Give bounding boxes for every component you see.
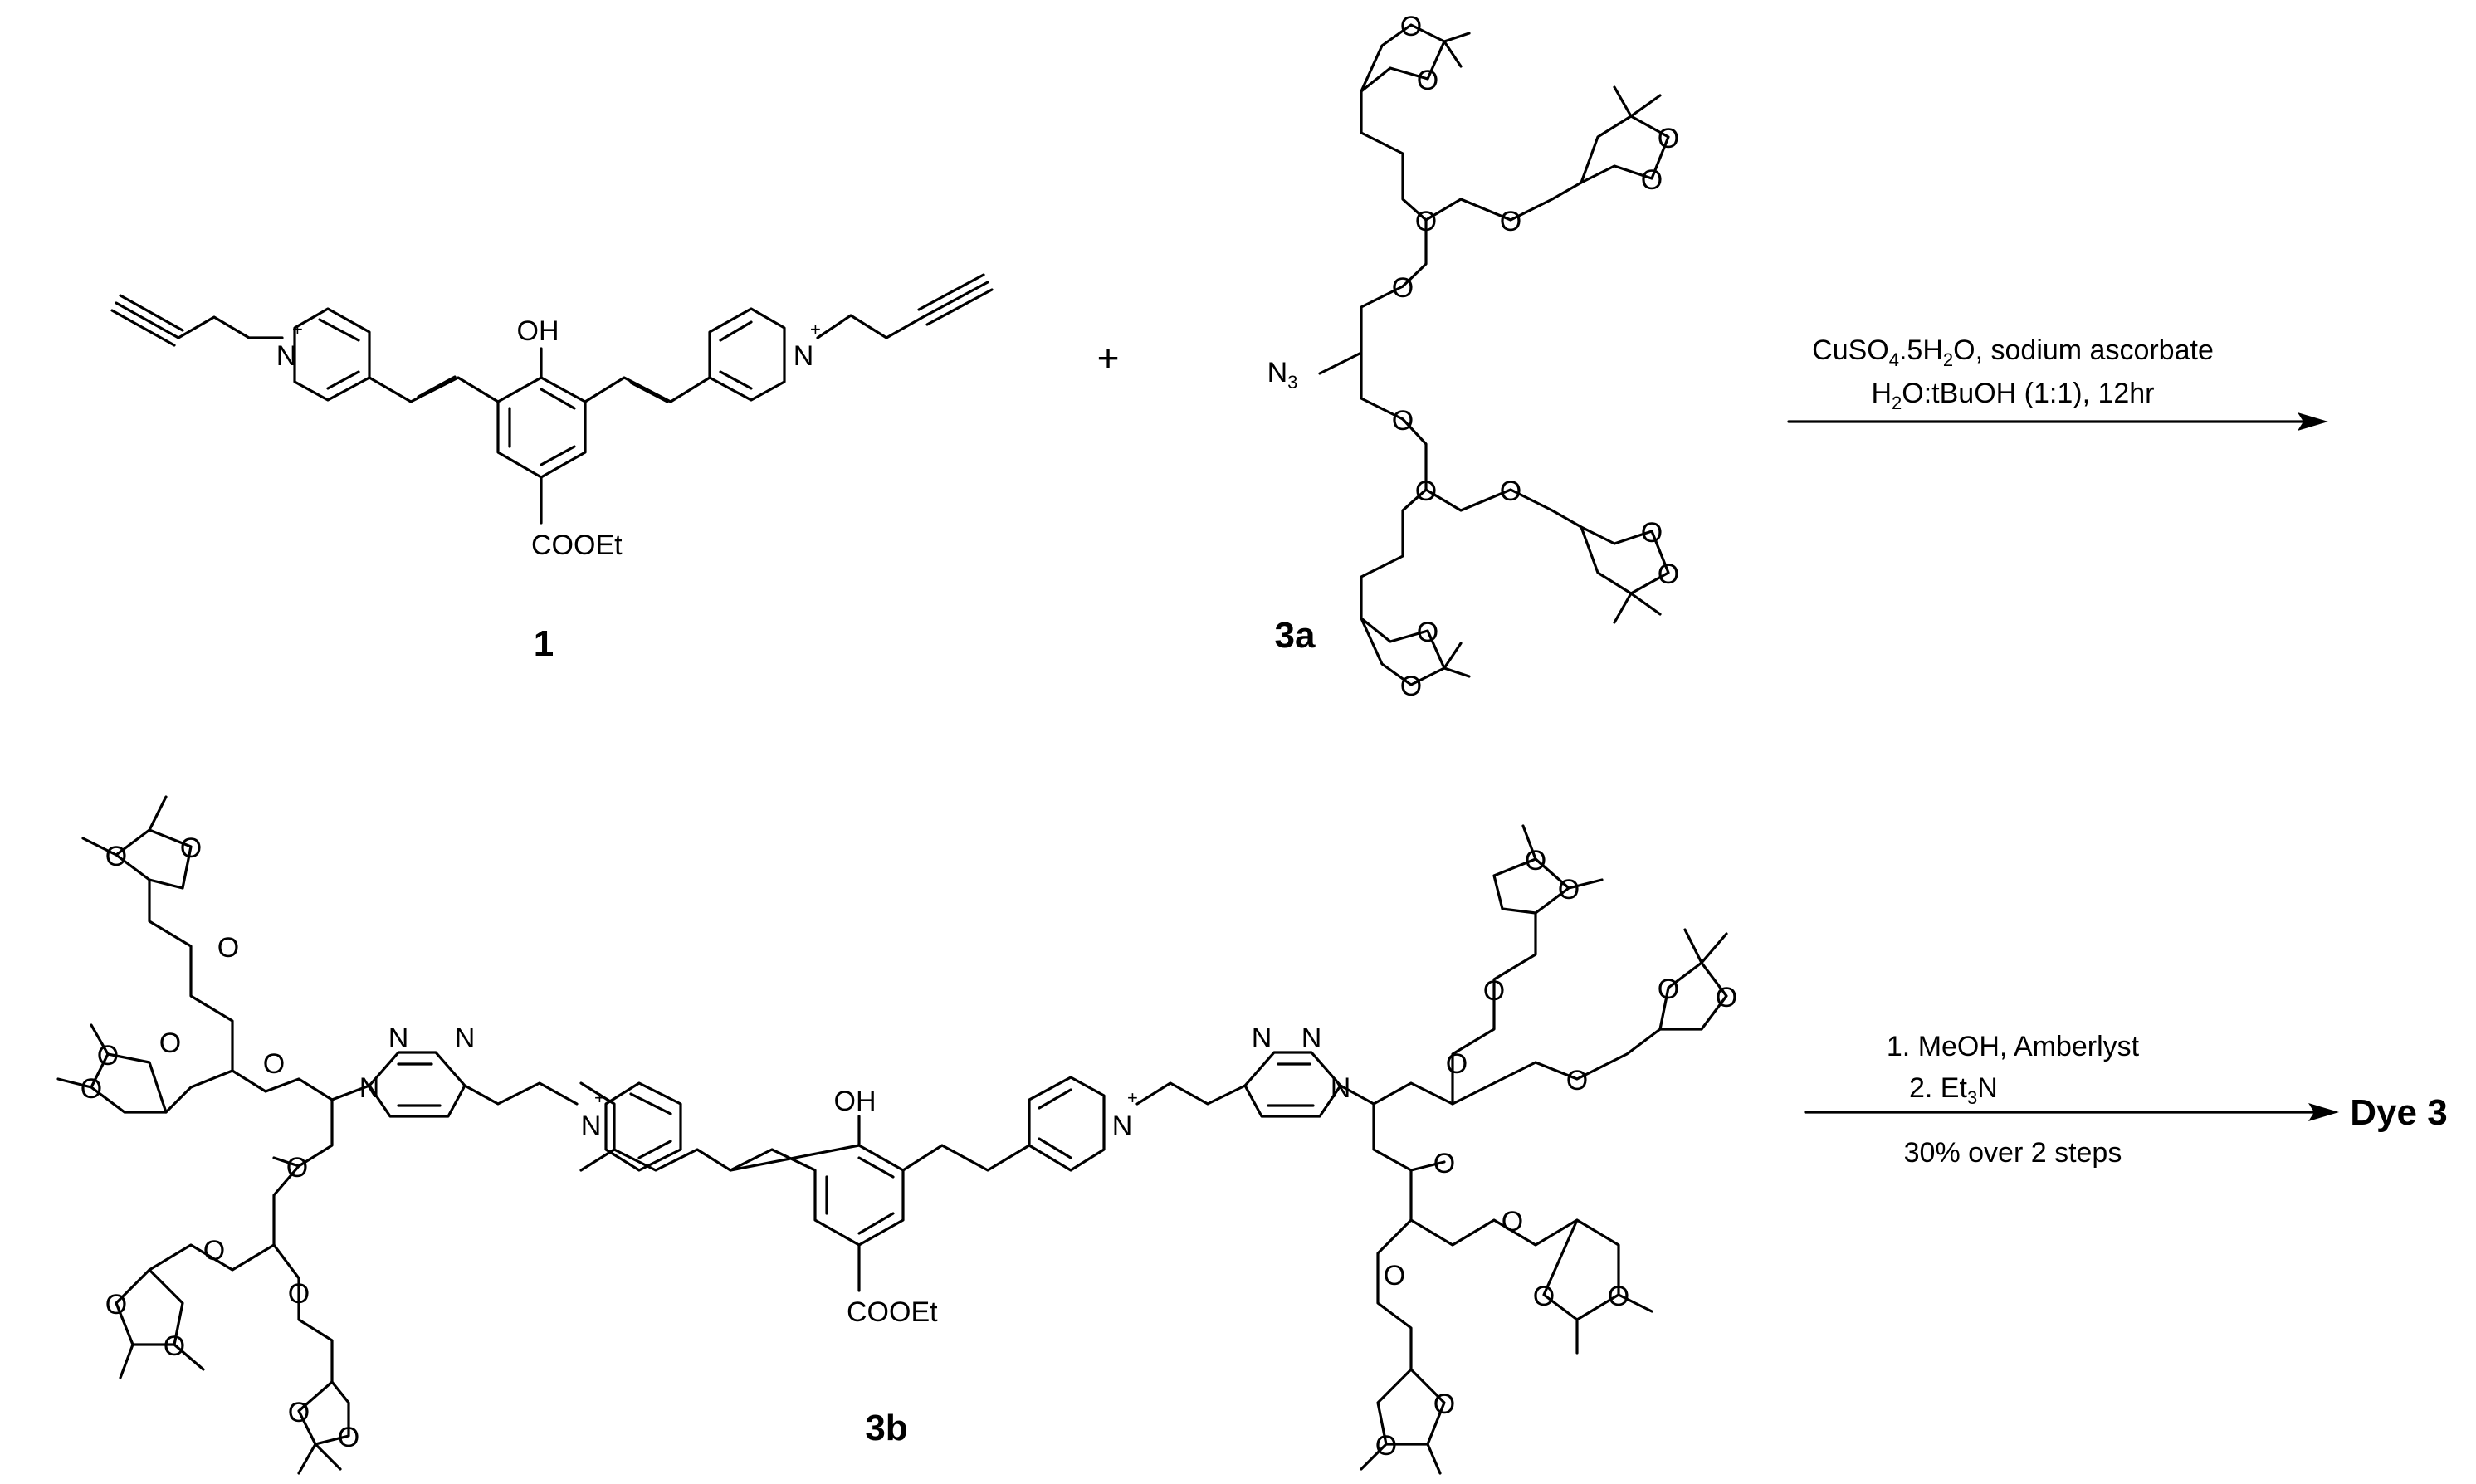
ether-o-1: O <box>1392 272 1414 304</box>
ether-o-3b-l5: O <box>203 1235 225 1267</box>
dioxolane-o-3b-15: O <box>1433 1389 1455 1420</box>
step1-conditions: CuSO4.5H2O, sodium ascorbate H2O:tBuOH (… <box>1812 334 2214 413</box>
plus-operator: + <box>1097 336 1120 379</box>
dioxolane-o-3b-2: O <box>180 832 202 864</box>
step1-line2: H2O:tBuOH (1:1), 12hr <box>1871 378 2154 413</box>
compound-1-structure: OH COOEt N + N + <box>110 273 994 561</box>
pyridinium-n-right: N <box>794 340 814 372</box>
dioxolane-o-3b-10: O <box>1525 845 1546 876</box>
compound-3a-label: 3a <box>1275 615 1316 656</box>
ether-o-2: O <box>1392 405 1414 437</box>
triazole-n1-right: N <box>1331 1072 1351 1104</box>
dioxolane-o-3b-4: O <box>97 1040 119 1072</box>
dioxolane-o-3b-13: O <box>1608 1281 1629 1312</box>
dioxolane-o-8: O <box>1658 559 1679 590</box>
ether-o-3b-l1: O <box>263 1048 285 1080</box>
product-label: Dye 3 <box>2350 1092 2447 1133</box>
ether-o-4: O <box>1500 206 1521 237</box>
dioxolane-o-3b-14: O <box>1533 1281 1555 1312</box>
ether-o-3b-l2: O <box>286 1152 308 1184</box>
step2-conditions: 1. MeOH, Amberlyst 2. Et3N 30% over 2 st… <box>1887 1031 2140 1169</box>
triazole-n3-left: N <box>455 1023 476 1054</box>
ether-o-5: O <box>1415 476 1437 507</box>
dioxolane-o-7: O <box>1641 517 1663 549</box>
hydroxyl-label-3b: OH <box>834 1086 877 1117</box>
compound-1-label: 1 <box>534 623 554 664</box>
dioxolane-o-3b-12: O <box>1658 974 1679 1005</box>
dioxolane-o-3b-6: O <box>164 1330 185 1362</box>
triazole-n3-right: N <box>1252 1023 1272 1054</box>
ether-o-3b-l4: O <box>159 1028 181 1059</box>
dioxolane-o-3b-3: O <box>81 1073 102 1105</box>
ether-o-3b-r6: O <box>1384 1260 1405 1291</box>
ester-label: COOEt <box>531 530 623 561</box>
step2-line1: 1. MeOH, Amberlyst <box>1887 1031 2140 1062</box>
step2-line3: 30% over 2 steps <box>1904 1137 2122 1169</box>
dioxolane-o-3b-7: O <box>288 1397 310 1428</box>
charge-plus-3b-right: + <box>1127 1087 1138 1108</box>
triazole-n1-left: N <box>359 1072 380 1104</box>
compound-3b-structure: OH COOEt N + N + N N N N N N O O O O O O… <box>56 795 1737 1475</box>
step2-arrow <box>1804 1103 2339 1121</box>
charge-plus-right: + <box>810 319 821 339</box>
ether-o-3b-r3: O <box>1483 975 1505 1007</box>
dioxolane-o-3b-1: O <box>105 841 127 872</box>
ether-o-3b-r5: O <box>1502 1206 1523 1237</box>
ether-o-6: O <box>1500 476 1521 507</box>
dioxolane-o-3b-9: O <box>1558 874 1580 906</box>
dioxolane-o-4: O <box>1658 123 1679 154</box>
triazole-n2-left: N <box>388 1023 409 1054</box>
step1-line1: CuSO4.5H2O, sodium ascorbate <box>1812 334 2214 370</box>
triazole-n2-right: N <box>1301 1023 1322 1054</box>
dioxolane-o-3: O <box>1641 164 1663 196</box>
charge-plus-3b-left: + <box>594 1087 605 1108</box>
dioxolane-o-2: O <box>1417 65 1438 96</box>
dioxolane-o-3b-5: O <box>105 1289 127 1320</box>
pyridinium-n-3b-left: N <box>581 1111 602 1142</box>
dioxolane-o-3b-8: O <box>338 1422 359 1453</box>
dioxolane-o-6: O <box>1400 671 1422 702</box>
ether-o-3: O <box>1415 206 1437 237</box>
pyridinium-n-left: N <box>276 340 297 372</box>
dioxolane-o-3b-11: O <box>1716 982 1737 1013</box>
dioxolane-o-1: O <box>1400 11 1422 42</box>
compound-3a-structure: N3 O O O O O O O O O O O O O O <box>1267 11 1680 702</box>
ether-o-3b-l3: O <box>217 932 239 964</box>
step2-line2: 2. Et3N <box>1909 1072 1998 1108</box>
ether-o-3b-r2: O <box>1433 1148 1455 1179</box>
dioxolane-o-5: O <box>1417 617 1438 648</box>
step1-arrow <box>1787 412 2328 431</box>
ether-o-3b-l6: O <box>288 1278 310 1310</box>
ester-label-3b: COOEt <box>847 1296 938 1328</box>
ether-o-3b-r1: O <box>1446 1048 1468 1080</box>
compound-3b-label: 3b <box>865 1408 907 1448</box>
ether-o-3b-r4: O <box>1566 1065 1588 1096</box>
azide-label: N3 <box>1267 357 1298 393</box>
charge-plus-left: + <box>292 319 303 339</box>
dioxolane-o-3b-16: O <box>1375 1430 1397 1462</box>
hydroxyl-label: OH <box>517 315 559 347</box>
pyridinium-n-3b-right: N <box>1112 1111 1133 1142</box>
